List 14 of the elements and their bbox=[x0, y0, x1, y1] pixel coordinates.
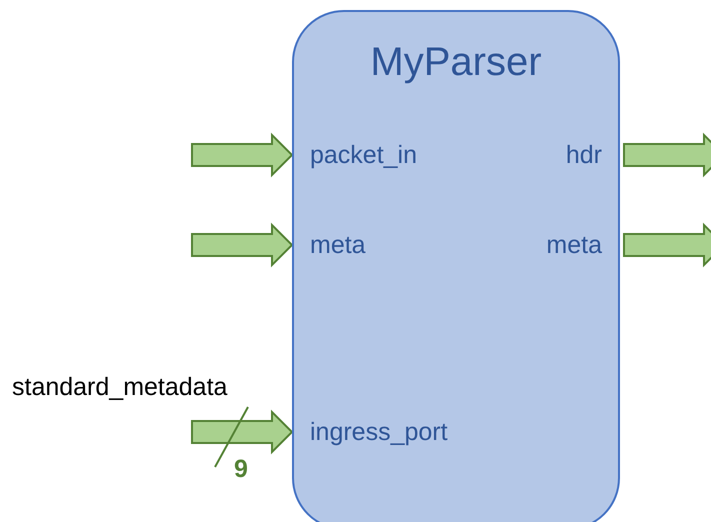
port-label: ingress_port bbox=[294, 417, 494, 447]
port-label: meta bbox=[294, 230, 454, 260]
signal-name: standard_metadata bbox=[12, 373, 228, 402]
port-label: hdr bbox=[458, 140, 622, 170]
block-arrow bbox=[191, 132, 294, 178]
bus-width-label: 9 bbox=[234, 455, 248, 484]
block-arrow bbox=[623, 222, 711, 268]
block-arrow bbox=[191, 222, 294, 268]
block-arrow bbox=[191, 410, 294, 454]
block-arrow bbox=[623, 132, 711, 178]
port-label: meta bbox=[458, 230, 622, 260]
port-label: packet_in bbox=[294, 140, 454, 170]
block-title: MyParser bbox=[369, 40, 543, 85]
parser-block bbox=[292, 10, 620, 522]
